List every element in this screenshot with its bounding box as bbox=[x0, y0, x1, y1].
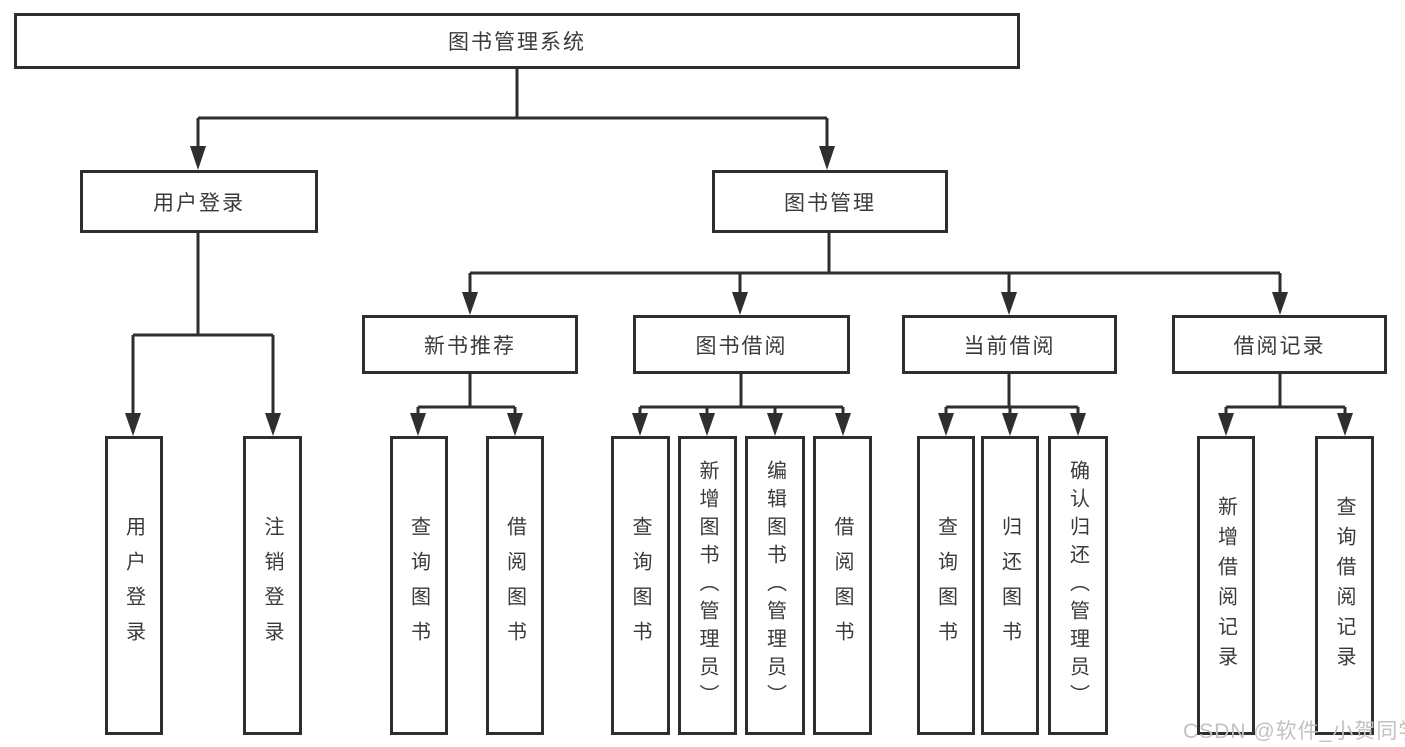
arrow-down-icon bbox=[819, 146, 835, 170]
arrow-down-icon bbox=[1218, 413, 1234, 436]
leaf-query-borrow-record: 查询借阅记录 bbox=[1315, 436, 1374, 735]
leaf-return-books: 归还图书 bbox=[981, 436, 1039, 735]
arrow-down-icon bbox=[410, 413, 426, 436]
node-label: 查询图书 bbox=[407, 515, 430, 656]
node-label: 编辑图书（管理员） bbox=[763, 459, 786, 712]
connector-current-borrow-split bbox=[944, 374, 1080, 416]
leaf-query-books-recommend: 查询图书 bbox=[390, 436, 448, 735]
connector-book-borrow-split bbox=[638, 374, 845, 416]
arrow-down-icon bbox=[507, 413, 523, 436]
leaf-add-borrow-record: 新增借阅记录 bbox=[1197, 436, 1255, 735]
connector-user-login-split bbox=[131, 233, 275, 416]
node-label: 新增借阅记录 bbox=[1214, 495, 1237, 676]
connector-root-to-level2 bbox=[196, 68, 829, 150]
arrow-down-icon bbox=[190, 146, 206, 170]
node-label: 借阅图书 bbox=[831, 515, 853, 656]
arrow-down-icon bbox=[1001, 292, 1017, 315]
arrow-down-icon bbox=[632, 413, 648, 436]
node-label: 图书借阅 bbox=[695, 334, 788, 358]
connector-borrow-records-split bbox=[1224, 374, 1347, 416]
node-book-management: 图书管理 bbox=[712, 170, 948, 233]
node-book-borrowing: 图书借阅 bbox=[633, 315, 850, 374]
arrow-down-icon bbox=[1272, 292, 1288, 315]
node-label: 归还图书 bbox=[998, 515, 1021, 656]
node-label: 新增图书（管理员） bbox=[696, 459, 718, 712]
arrow-down-icon bbox=[835, 413, 851, 436]
node-label: 用户登录 bbox=[122, 515, 145, 656]
leaf-query-books-borrow: 查询图书 bbox=[611, 436, 670, 735]
node-label: 注销登录 bbox=[261, 515, 283, 656]
arrow-down-icon bbox=[767, 413, 783, 436]
node-label: 确认归还（管理员） bbox=[1066, 459, 1089, 712]
arrow-down-icon bbox=[1070, 413, 1086, 436]
leaf-user-login: 用户登录 bbox=[105, 436, 163, 735]
connector-book-mgmt-split bbox=[468, 233, 1282, 295]
leaf-add-books-admin: 新增图书（管理员） bbox=[678, 436, 737, 735]
node-new-book-recommendation: 新书推荐 bbox=[362, 315, 578, 374]
node-label: 图书管理系统 bbox=[448, 31, 586, 54]
arrow-down-icon bbox=[938, 413, 954, 436]
node-library-management-system: 图书管理系统 bbox=[14, 13, 1020, 69]
node-label: 查询图书 bbox=[629, 515, 651, 656]
node-label: 查询图书 bbox=[934, 515, 957, 656]
node-borrowing-records: 借阅记录 bbox=[1172, 315, 1387, 374]
leaf-borrow-books: 借阅图书 bbox=[813, 436, 872, 735]
node-label: 借阅记录 bbox=[1233, 334, 1326, 358]
leaf-confirm-return-admin: 确认归还（管理员） bbox=[1048, 436, 1108, 735]
leaf-logout-login: 注销登录 bbox=[243, 436, 302, 735]
node-label: 查询借阅记录 bbox=[1333, 495, 1355, 676]
node-label: 借阅图书 bbox=[503, 515, 526, 656]
arrow-down-icon bbox=[732, 292, 748, 315]
node-label: 新书推荐 bbox=[424, 334, 516, 358]
node-label: 用户登录 bbox=[153, 191, 245, 215]
arrowheads bbox=[125, 146, 1353, 436]
arrow-down-icon bbox=[699, 413, 715, 436]
leaf-borrow-books-recommend: 借阅图书 bbox=[486, 436, 544, 735]
csdn-watermark: CSDN @软件_小贺同学 bbox=[1183, 720, 1405, 743]
arrow-down-icon bbox=[265, 413, 281, 436]
leaf-query-books-current: 查询图书 bbox=[917, 436, 975, 735]
arrow-down-icon bbox=[125, 413, 141, 436]
arrow-down-icon bbox=[1337, 413, 1353, 436]
arrow-down-icon bbox=[1002, 413, 1018, 436]
arrow-down-icon bbox=[462, 292, 478, 315]
connector-new-book-split bbox=[416, 374, 517, 416]
node-label: 图书管理 bbox=[784, 191, 876, 215]
leaf-edit-books-admin: 编辑图书（管理员） bbox=[745, 436, 805, 735]
node-label: 当前借阅 bbox=[963, 334, 1056, 358]
node-current-borrowing: 当前借阅 bbox=[902, 315, 1117, 374]
node-user-login: 用户登录 bbox=[80, 170, 318, 233]
